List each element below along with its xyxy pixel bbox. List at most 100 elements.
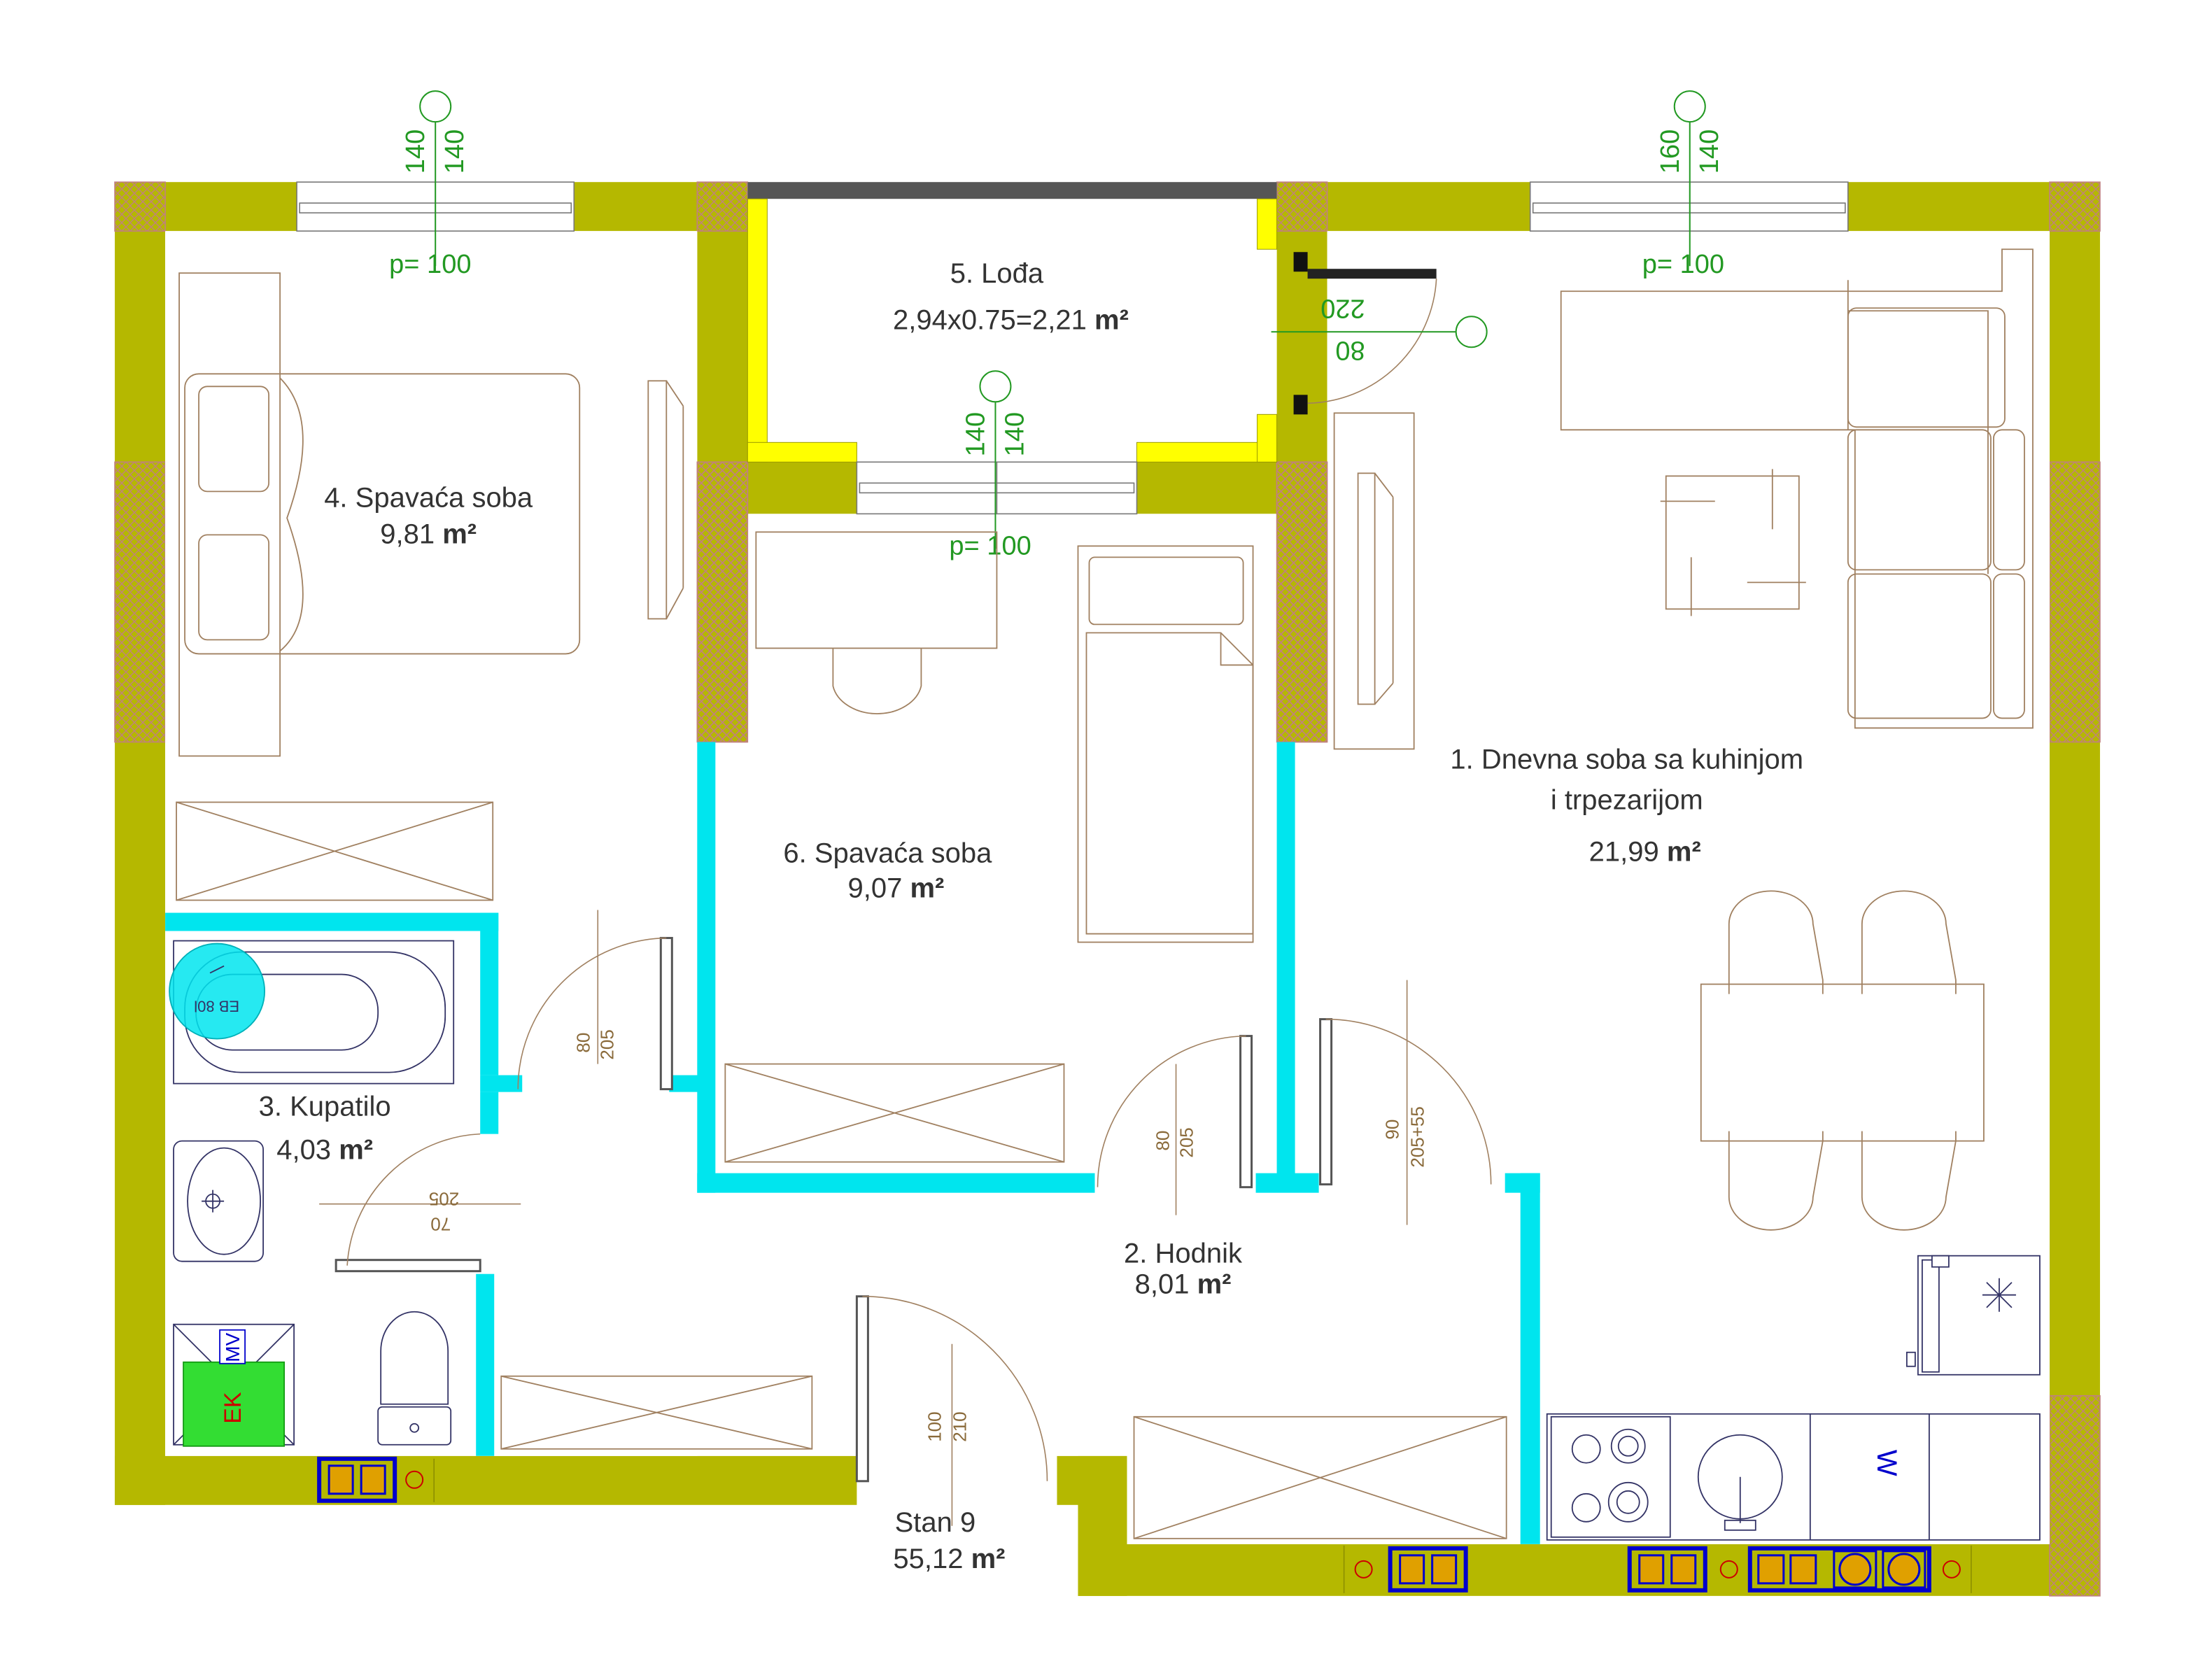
burner-icon [1617,1435,1639,1457]
sink-basin [187,1147,262,1255]
floor-hall-2 [1127,1199,1519,1544]
shaft-cell [1789,1554,1817,1585]
room-4-area: 9,81 m² [380,518,477,549]
room-2-area: 8,01 m² [1135,1269,1232,1300]
shaft-box [1627,1546,1707,1593]
window-tags: 140 140 p= 100 160 140 p= 100 140 140 p=… [389,90,1724,560]
shaft-cell [1757,1554,1785,1585]
window-tag-circle [419,90,452,123]
closet [176,801,494,901]
shaft-cell [1882,1550,1926,1589]
partition-wall [697,1173,1095,1193]
dining-table [1700,983,1985,1142]
shaft-cell [1670,1554,1697,1585]
sofa-back [1847,310,1989,574]
installations [317,1456,1972,1593]
loggia-wall [747,198,768,463]
bathroom-fixtures: EB 80l MV EK [169,940,455,1447]
tv-line [1374,682,1394,705]
vent-icon [1887,1553,1921,1586]
room-1-name: 1. Dnevna soba sa kuhinjom [1450,744,1803,775]
coffee-table [1665,475,1800,610]
closet-cross [1134,1416,1507,1539]
fridge-door [1921,1259,1940,1373]
kitchen: W [1546,1255,2041,1541]
partition-wall [669,1075,712,1092]
closet-cross [501,1375,812,1450]
loggia-door-leaf [1307,269,1437,279]
room-1-area: 21,99 m² [1589,837,1701,868]
bed [184,373,581,655]
column [114,461,166,743]
loggia-railing [747,182,1277,199]
door-3-width: 70 [430,1214,451,1235]
water-heater-label: EB 80l [194,998,239,1015]
column [2049,181,2101,232]
closet [1133,1416,1507,1539]
sofa-cushion [1847,573,1992,719]
room-3-name: 3. Kupatilo [259,1092,391,1122]
dining-chair [1861,890,1957,994]
kitchen-counter [1546,1413,2041,1541]
apartment-area: 55,12 m² [893,1544,1005,1574]
dining-chair [1728,1131,1824,1231]
column [114,181,166,232]
loggia-wall [1136,442,1278,463]
loggia-wall [1257,414,1278,463]
loggia [747,182,1437,463]
floor-bedroom-6 [747,514,1277,1200]
sink [173,1140,265,1262]
room-1-name-line2: i trpezarijom [1551,784,1703,815]
window-3-width: 140 [961,412,990,456]
door-6-width: 80 [1153,1131,1174,1151]
shaft-box [1747,1546,1931,1593]
door-leaf [1239,1035,1253,1189]
apartment-name: Stan 9 [895,1507,976,1538]
faucet-base [1724,1519,1756,1531]
burner-icon [1571,1434,1601,1464]
wall-segment [574,182,698,232]
partition-wall [480,1092,499,1134]
dining-chair [1861,1131,1957,1231]
wall-segment [115,1455,857,1505]
pipe-icon [405,1470,424,1489]
boiler-label: EK [220,1392,246,1424]
burner-icon [1616,1490,1640,1514]
fridge [1917,1255,2041,1376]
door-leaf [855,1295,869,1483]
burner-icon [1607,1481,1649,1523]
wall-segment [115,182,166,1505]
bed-cover [279,377,304,652]
fridge-handle [1905,1351,1916,1367]
loggia-door-jamb [1293,252,1308,272]
sofa-cushion [1993,573,2025,719]
tv-unit [647,380,668,620]
window-1-width: 140 [401,129,430,174]
tv [1357,472,1376,705]
partition-wall [165,912,499,931]
stove [1550,1416,1671,1538]
room-5-name: 5. Lođa [950,258,1044,289]
closet [724,1063,1065,1163]
room-4-name: 4. Spavaća soba [324,482,533,513]
pipe-icon [1719,1560,1738,1579]
washer-label: MV [222,1332,244,1362]
column [2049,1395,2101,1597]
column [696,181,749,232]
room-5-area: 2,94x0.75=2,21 m² [893,304,1129,335]
door-swing [1097,1035,1246,1187]
toilet-tank [377,1406,452,1446]
door-labels: 80 205 80 205 90 205+55 70 205 100 210 [429,1029,1428,1442]
door-3-height: 205 [429,1189,459,1210]
room-3-area: 4,03 m² [276,1135,373,1166]
door-leaf [659,937,673,1091]
room-2-name: 2. Hodnik [1124,1238,1243,1269]
window-1-sill: p= 100 [389,250,471,279]
window-3-height: 140 [1000,412,1029,456]
partition-wall [476,1273,495,1456]
pillow [198,534,270,641]
door-4-width: 80 [572,1033,593,1053]
shaft-cell [1638,1554,1665,1585]
tv-cabinet [1333,412,1415,750]
